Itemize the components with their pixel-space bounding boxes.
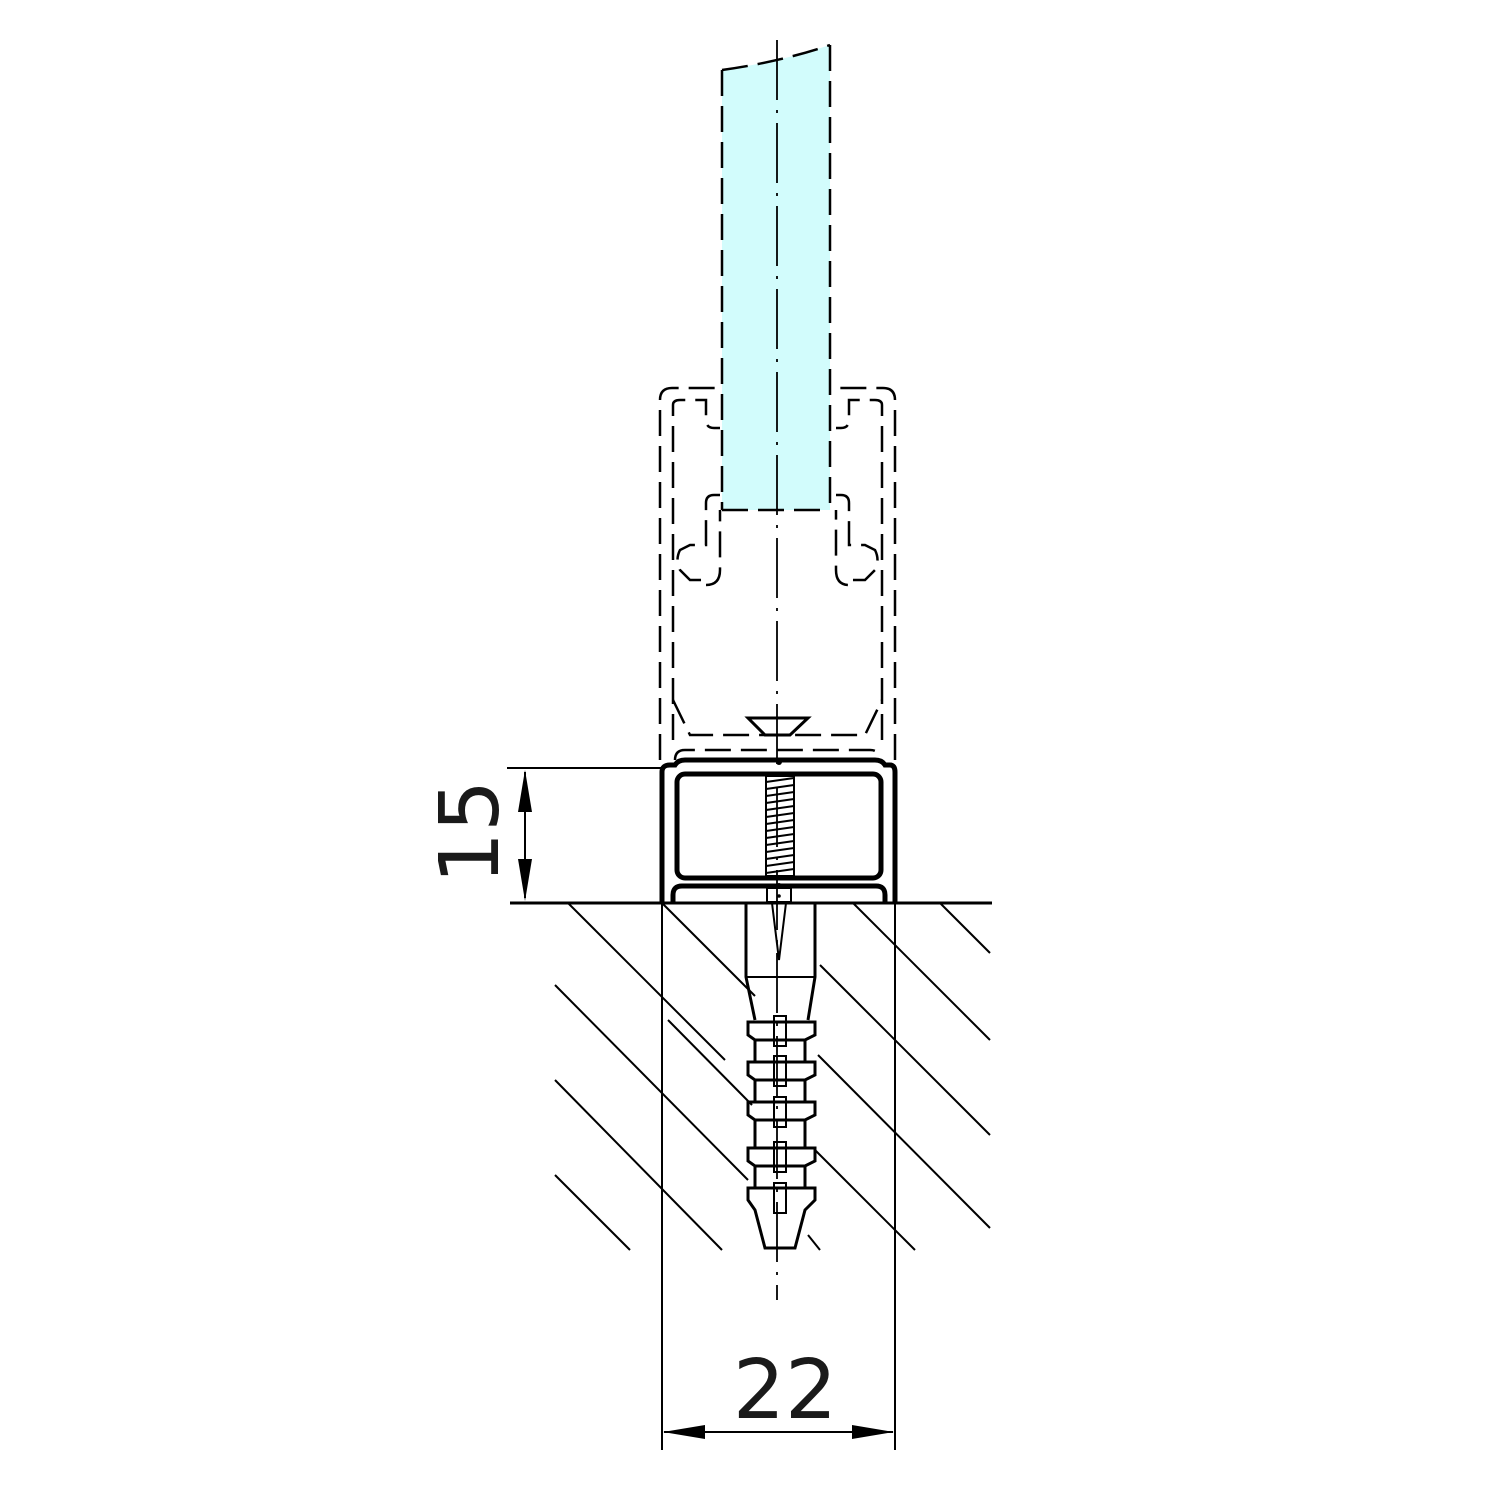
base-profile (659, 757, 898, 903)
dimension-width-label: 22 (733, 1343, 837, 1438)
substrate-hatch (554, 902, 991, 1251)
dimension-height: 15 (423, 767, 662, 904)
wall-plug (744, 902, 817, 1250)
threaded-insert (765, 775, 795, 877)
dimension-width: 22 (661, 903, 896, 1450)
countersunk-screw (744, 716, 812, 737)
glass-panel (720, 43, 832, 512)
dimension-height-label: 15 (423, 780, 518, 884)
